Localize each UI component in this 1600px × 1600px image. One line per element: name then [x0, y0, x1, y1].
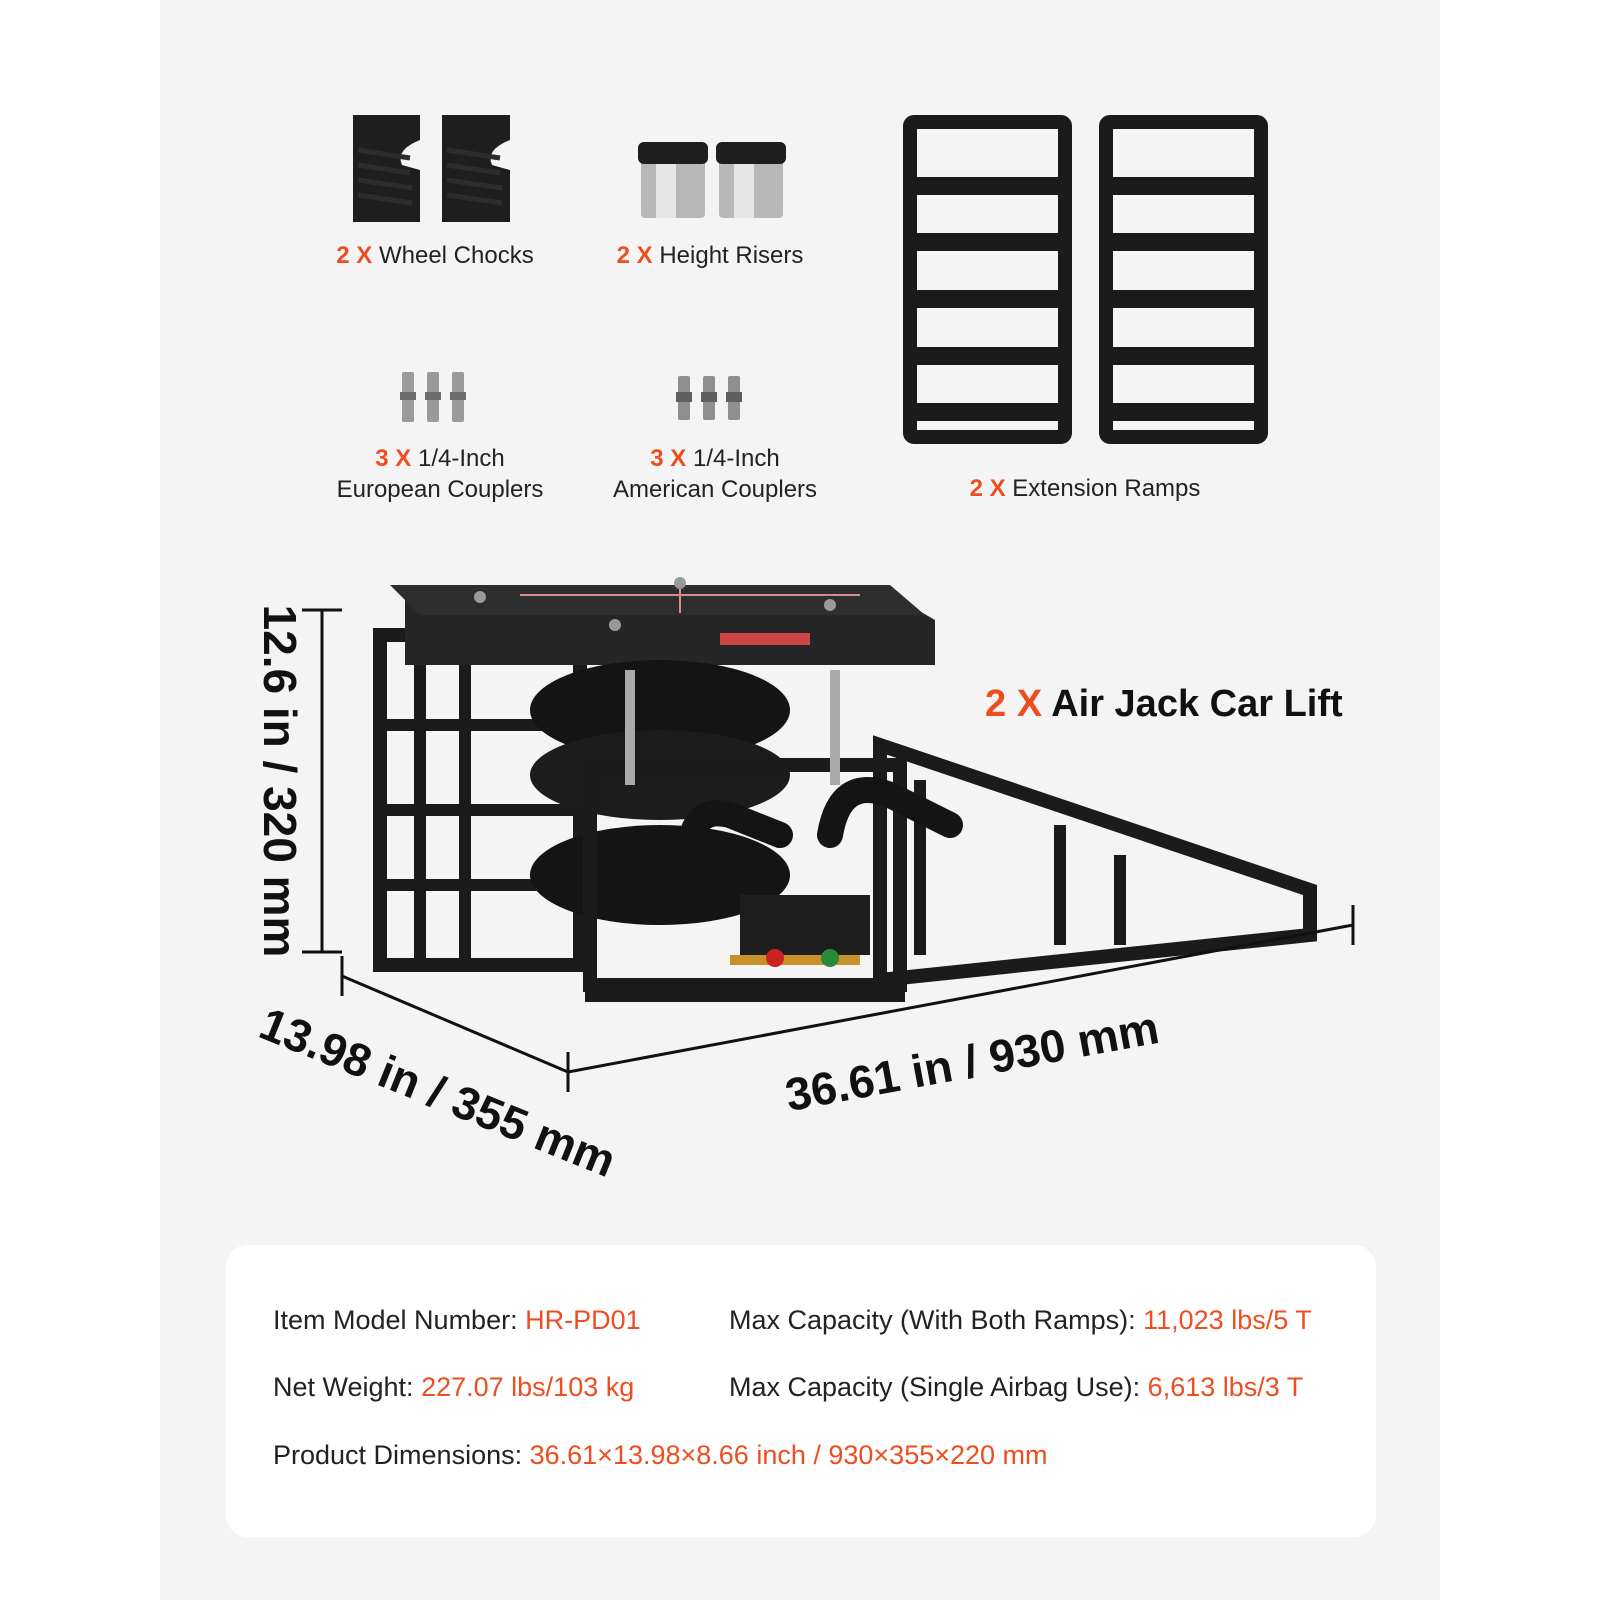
spec-max-capacity-single: Max Capacity (Single Airbag Use): 6,613 … [729, 1372, 1304, 1402]
spec-model-number: Item Model Number: HR-PD01 [273, 1305, 641, 1335]
caption-european-couplers: 3 X 1/4-Inch European Couplers [336, 445, 544, 503]
spec-max-capacity-both: Max Capacity (With Both Ramps): 11,023 l… [729, 1305, 1312, 1335]
air-jack-lift-icon [373, 577, 1317, 1002]
european-coupler-icon [400, 372, 466, 422]
spec-net-weight: Net Weight: 227.07 lbs/103 kg [273, 1372, 635, 1402]
caption-extension-ramps: 2 X Extension Ramps [969, 475, 1201, 502]
american-coupler-icon [676, 376, 742, 420]
wheel-chock-icon [353, 115, 510, 222]
caption-height-risers: 2 X Height Risers [616, 242, 804, 269]
caption-wheel-chocks: 2 X Wheel Chocks [336, 242, 534, 269]
air-jack-car-lift-title: 2 X Air Jack Car Lift [985, 683, 1343, 725]
height-dimension-label: 12.6 in / 320 mm [254, 604, 306, 958]
extension-ramp-icon [903, 115, 1268, 444]
height-riser-icon [638, 142, 786, 218]
caption-american-couplers: 3 X 1/4-Inch American Couplers [612, 445, 818, 503]
spec-card: Item Model Number: HR-PD01 Max Capacity … [226, 1245, 1376, 1537]
spec-product-dimensions: Product Dimensions: 36.61×13.98×8.66 inc… [273, 1440, 1048, 1470]
